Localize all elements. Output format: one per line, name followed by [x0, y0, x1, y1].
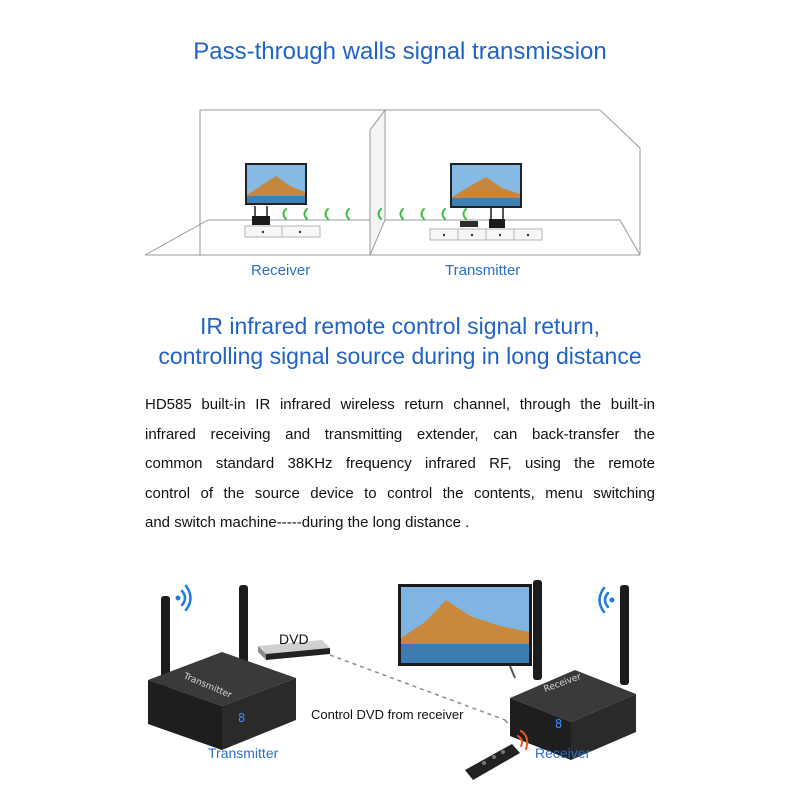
receiver-label-top: Receiver	[251, 262, 311, 279]
room-outline	[144, 109, 641, 256]
remote-signal-icon	[517, 730, 529, 750]
left-cabinet	[244, 206, 321, 238]
left-tv	[245, 163, 307, 205]
product-illustration: Transmitter 8 Receiver 8	[148, 580, 636, 780]
signal-waves	[282, 208, 467, 220]
dvd-player	[258, 640, 330, 660]
description-line: and switch machine-----during the long d…	[145, 514, 470, 531]
transmitter-display-digit: 8	[238, 711, 245, 725]
receiver-box: Receiver 8	[510, 670, 636, 760]
ir-description: HD585 built-in IR infrared wireless retu…	[145, 390, 655, 538]
caption-control-dvd: Control DVD from receiver	[311, 707, 464, 722]
ir-title-line-1: IR infrared remote control signal return…	[199, 313, 601, 339]
transmitter-box: Transmitter 8	[148, 652, 296, 750]
transmitter-label-top: Transmitter	[445, 262, 521, 279]
receiver-antennas	[533, 580, 629, 685]
transmitter-label-bottom: Transmitter	[208, 745, 279, 761]
partition-wall	[369, 108, 386, 256]
remote-control	[465, 744, 520, 780]
page-title: Pass-through walls signal transmission	[193, 38, 607, 65]
dvd-label: DVD	[279, 631, 309, 647]
ir-title-line-2: controlling signal source during in long…	[158, 343, 642, 369]
right-cabinet	[429, 208, 543, 241]
transmitter-antennas	[161, 585, 248, 688]
description-line: control of the source device to control …	[145, 484, 655, 502]
ir-signal-line	[329, 654, 506, 721]
tv	[398, 584, 532, 679]
right-tv	[450, 163, 522, 208]
room-diagram	[144, 108, 641, 256]
description-line: infrared receiving and transmitting exte…	[145, 425, 655, 443]
description-line: common standard 38KHz frequency infrared…	[145, 455, 655, 472]
description-line: HD585 built-in IR infrared wireless retu…	[145, 396, 655, 413]
wifi-icon	[598, 586, 615, 614]
wifi-icon	[175, 584, 192, 612]
receiver-label-bottom: Receiver	[535, 745, 591, 761]
receiver-display-digit: 8	[555, 717, 562, 731]
